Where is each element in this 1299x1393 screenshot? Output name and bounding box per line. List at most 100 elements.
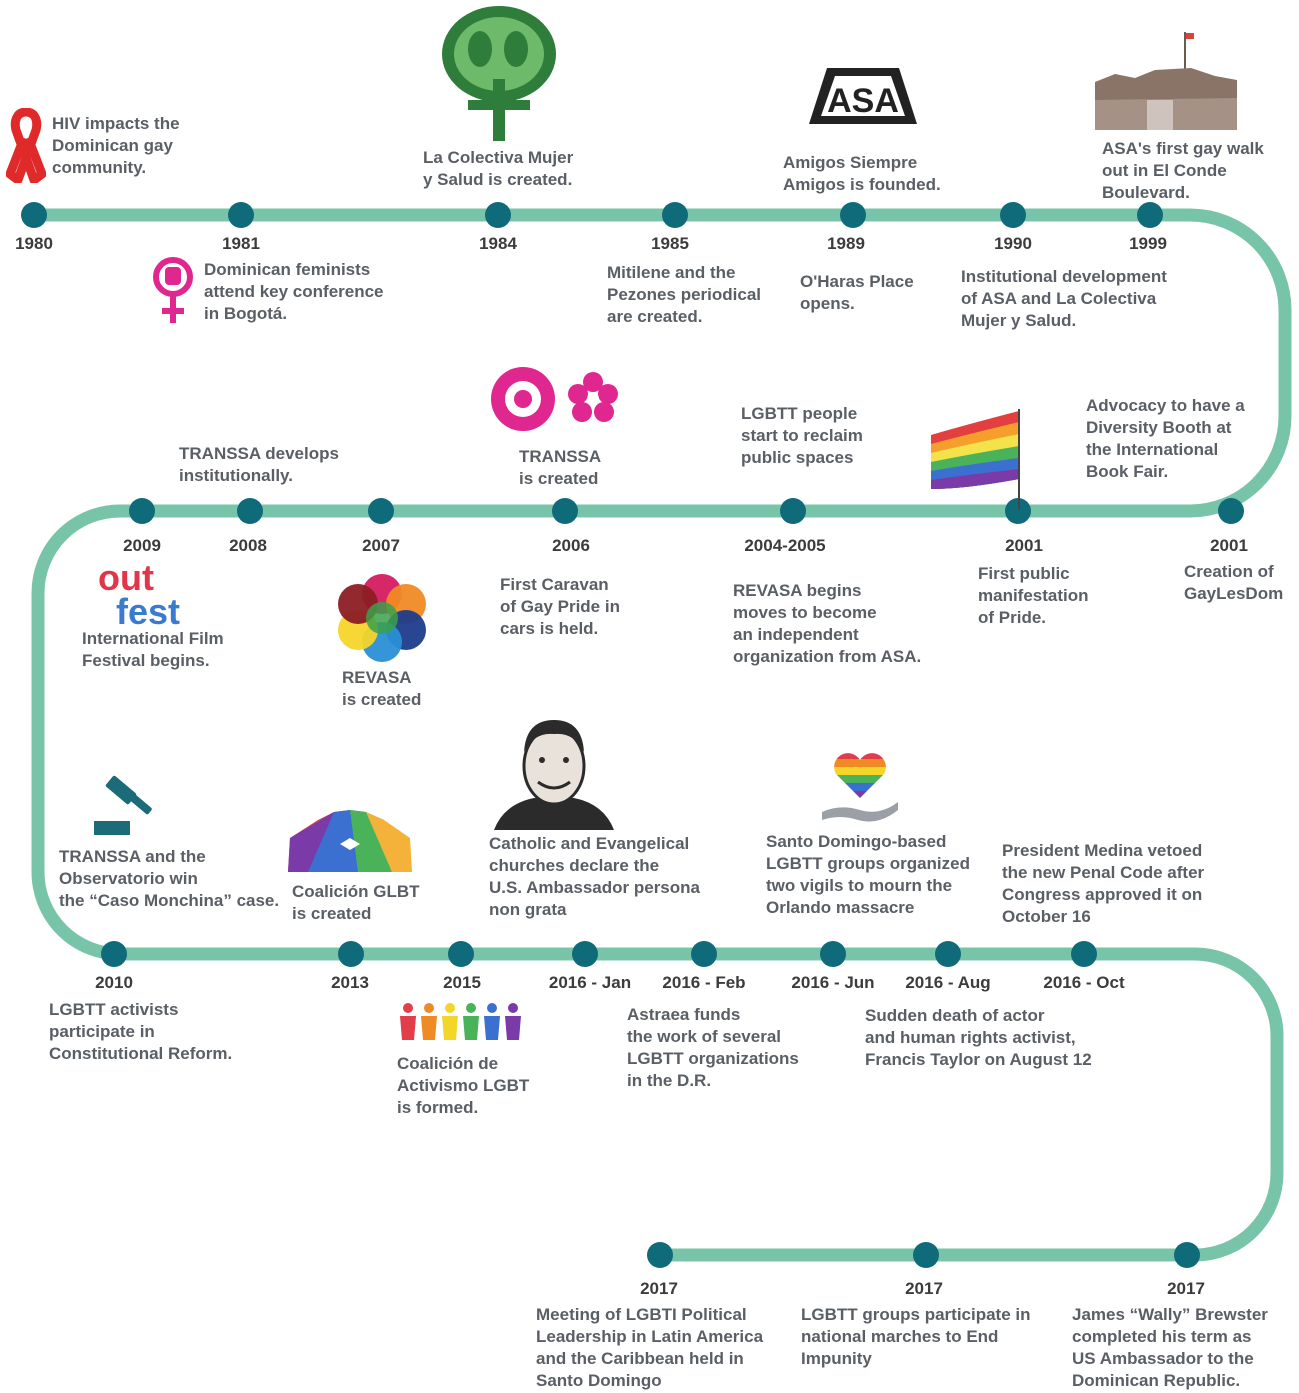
year-2001-pride: 2001 <box>1005 536 1043 555</box>
year-2016-jun: 2016 - Jun <box>791 973 875 992</box>
event-2013-text: Coalición GLBT is created <box>292 882 420 923</box>
timeline-node <box>237 498 263 524</box>
timeline-node <box>1218 498 1244 524</box>
year-2016-aug: 2016 - Aug <box>905 973 991 992</box>
event-1981-text: Dominican feminists attend key conferenc… <box>204 260 384 323</box>
year-2017-brewster: 2017 <box>1167 1279 1205 1298</box>
timeline-node <box>552 498 578 524</box>
gavel-icon <box>94 775 152 835</box>
event-2016-feb-text: Astraea funds the work of several LGBTT … <box>627 1005 799 1090</box>
colectiva-tree-logo-icon <box>442 6 556 141</box>
event-2010-reform-text: LGBTT activists participate in Constitut… <box>49 1000 233 1063</box>
outfest-logo-out: out <box>98 560 154 598</box>
red-ribbon-icon <box>6 108 46 183</box>
event-2007-text: REVASA is created <box>342 668 422 709</box>
event-2016-jun-text: Santo Domingo-based LGBTT groups organiz… <box>766 832 970 917</box>
event-2006-transsa-text: TRANSSA is created <box>519 447 602 488</box>
feminist-symbol-icon <box>153 257 193 323</box>
event-1989-asa-text: Amigos Siempre Amigos is founded. <box>783 153 941 194</box>
year-1990: 1990 <box>994 234 1032 253</box>
year-2016-oct: 2016 - Oct <box>1043 973 1125 992</box>
timeline-node <box>338 941 364 967</box>
event-2015-text: Coalición de Activismo LGBT is formed. <box>397 1054 530 1117</box>
year-1999: 1999 <box>1129 234 1167 253</box>
rainbow-people-icon <box>400 1003 521 1040</box>
timeline-node <box>691 941 717 967</box>
year-2001-gaylesdom: 2001 <box>1210 536 1248 555</box>
event-2001-gaylesdom-text: Creation of GayLesDom <box>1184 562 1284 603</box>
year-2016-feb: 2016 - Feb <box>662 973 746 992</box>
event-1989-oharas-text: O'Haras Place opens. <box>800 272 914 313</box>
timeline-node <box>820 941 846 967</box>
year-1989: 1989 <box>827 234 865 253</box>
timeline-path <box>26 208 1292 1262</box>
fortress-photo-icon <box>1095 32 1237 130</box>
rainbow-heart-hand-icon <box>822 753 898 822</box>
outfest-logo-fest: fest <box>116 591 180 630</box>
timeline-node <box>572 941 598 967</box>
year-1985: 1985 <box>651 234 689 253</box>
year-1984: 1984 <box>479 234 517 253</box>
year-1980: 1980 <box>15 234 53 253</box>
event-1984-text: La Colectiva Mujer y Salud is created. <box>423 148 574 189</box>
timeline-nodes <box>21 202 1244 1268</box>
event-2016-jan-text: Catholic and Evangelical churches declar… <box>489 834 700 919</box>
event-2017-meeting-text: Meeting of LGBTI Political Leadership in… <box>536 1305 764 1390</box>
timeline-node <box>1000 202 1026 228</box>
event-2001-booth-text: Advocacy to have a Diversity Booth at th… <box>1086 396 1245 481</box>
event-1980-text: HIV impacts the Dominican gay community. <box>52 114 180 177</box>
timeline-node <box>368 498 394 524</box>
event-2017-marches-text: LGBTT groups participate in national mar… <box>801 1305 1031 1368</box>
rainbow-umbrella-icon <box>288 810 412 872</box>
year-2007: 2007 <box>362 536 400 555</box>
timeline-node <box>780 498 806 524</box>
timeline-node <box>1005 498 1031 524</box>
year-2004-2005: 2004-2005 <box>744 536 826 555</box>
year-2013: 2013 <box>331 973 369 992</box>
transsa-flowers-logo-icon <box>491 367 618 431</box>
event-2006-caravan-text: First Caravan of Gay Pride in cars is he… <box>500 575 620 638</box>
timeline-node <box>485 202 511 228</box>
timeline-node <box>662 202 688 228</box>
timeline-node <box>1174 1242 1200 1268</box>
event-2009-text: International Film Festival begins. <box>82 629 224 670</box>
event-2016-oct-text: President Medina vetoed the new Penal Co… <box>1002 841 1205 926</box>
revasa-circles-logo-icon <box>338 574 426 662</box>
timeline-node <box>228 202 254 228</box>
event-2008-text: TRANSSA develops institutionally. <box>179 444 339 485</box>
timeline-node <box>1137 202 1163 228</box>
event-2016-aug-text: Sudden death of actor and human rights a… <box>865 1006 1092 1069</box>
year-2008: 2008 <box>229 536 267 555</box>
timeline-node <box>129 498 155 524</box>
event-2004-spaces-text: LGBTT people start to reclaim public spa… <box>741 404 863 467</box>
timeline-node <box>840 202 866 228</box>
event-2004-revasa-text: REVASA begins moves to become an indepen… <box>733 581 922 666</box>
timeline-node <box>1071 941 1097 967</box>
event-2017-brewster-text: James “Wally” Brewster completed his ter… <box>1072 1305 1268 1390</box>
timeline-node <box>21 202 47 228</box>
year-2009: 2009 <box>123 536 161 555</box>
year-2006: 2006 <box>552 536 590 555</box>
year-2017-marches: 2017 <box>905 1279 943 1298</box>
timeline-node <box>935 941 961 967</box>
event-2001-pride-text: First public manifestation of Pride. <box>978 564 1089 627</box>
outfest-logo-icon: out fest <box>98 560 180 630</box>
timeline-node <box>913 1242 939 1268</box>
event-1985-text: Mitilene and the Pezones periodical are … <box>607 263 761 326</box>
year-2017-meeting: 2017 <box>640 1279 678 1298</box>
rainbow-flag-icon <box>931 409 1020 509</box>
year-2016-jan: 2016 - Jan <box>548 973 632 992</box>
ambassador-portrait-icon <box>494 720 614 830</box>
year-2015: 2015 <box>443 973 481 992</box>
timeline-node <box>101 941 127 967</box>
year-1981: 1981 <box>222 234 260 253</box>
event-1999-text: ASA's first gay walk out in El Conde Bou… <box>1102 139 1264 202</box>
timeline-node <box>448 941 474 967</box>
asa-logo-text: ASA <box>827 82 899 120</box>
asa-logo-icon: ASA <box>809 68 917 124</box>
timeline-node <box>647 1242 673 1268</box>
event-1990-text: Institutional development of ASA and La … <box>961 267 1167 330</box>
event-2010-monchina-text: TRANSSA and the Observatorio win the “Ca… <box>59 847 280 910</box>
year-2010: 2010 <box>95 973 133 992</box>
